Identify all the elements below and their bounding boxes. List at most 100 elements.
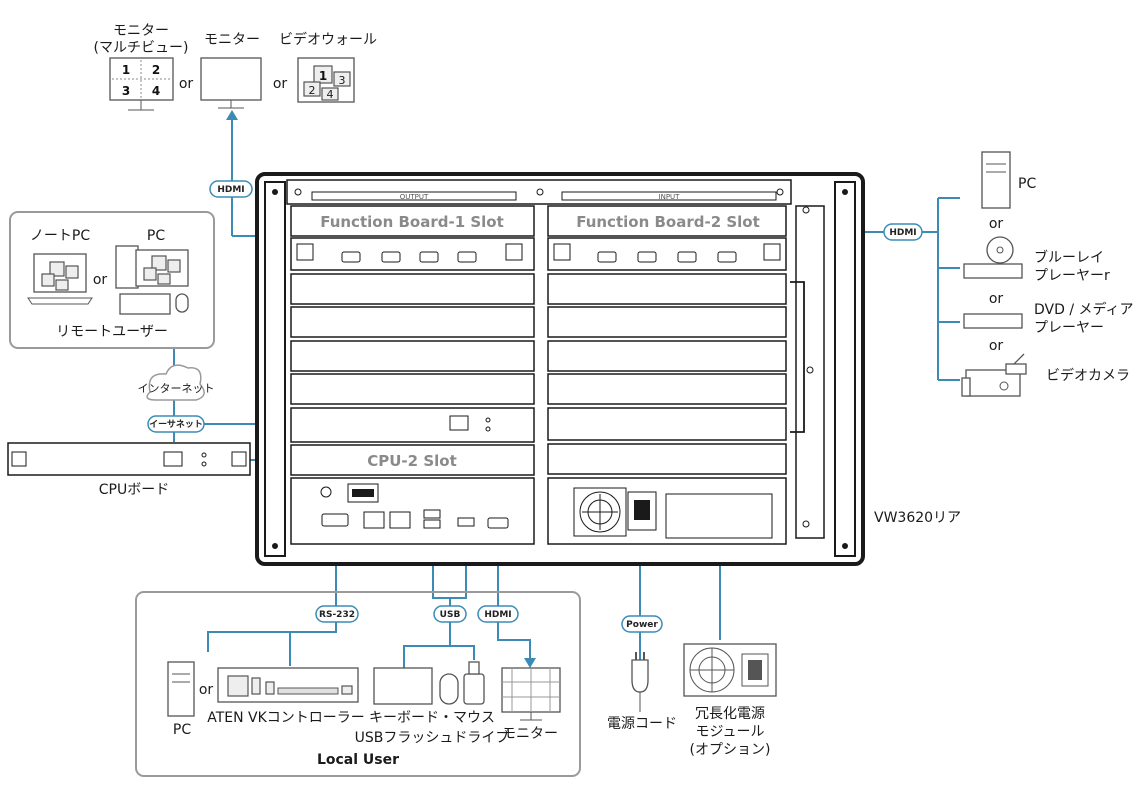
hdmi-port-icon [457, 251, 477, 263]
rs232-pill-label: RS-232 [319, 610, 355, 620]
cable-pills: HDMI HDMI イーサネット RS-232 USB HDMI Power [147, 180, 923, 633]
redundant-label-2: モジュール [695, 724, 764, 740]
latch-icon [505, 243, 523, 261]
monitor-icon [200, 57, 262, 101]
latch-icon [553, 243, 571, 261]
cpu2-label: CPU-2 Slot [367, 452, 457, 470]
redundant-label-3: (オプション) [690, 742, 771, 758]
cpu-board-label: CPUボード [99, 482, 169, 498]
power-cord-label: 電源コード [607, 716, 677, 732]
multiview-cell-2: 2 [152, 63, 160, 77]
redundant-label-1: 冗長化電源 [695, 706, 765, 722]
bluray-label-2: プレーヤーr [1034, 268, 1110, 284]
kbm-label: キーボード・マウス [369, 710, 495, 726]
control-board [290, 477, 535, 545]
rs232-pill [315, 605, 359, 623]
multiview-cell-1: 1 [122, 63, 130, 77]
or-text: or [989, 291, 1004, 307]
usb-port-icon [423, 509, 441, 519]
left-blank-slots [290, 273, 535, 405]
cpu-board-group: CPUボード [7, 442, 251, 498]
local-user-title: Local User [317, 752, 399, 768]
keyboard-icon [119, 293, 171, 315]
camera-label: ビデオカメラ [1046, 367, 1130, 384]
latch-icon [296, 243, 314, 261]
slot1-label: Function Board-1 Slot [320, 213, 504, 231]
top-displays: モニター (マルチビュー) 1 2 3 4 or モニター or ビデオウォール… [94, 23, 377, 111]
pc-tower-icon [981, 151, 1011, 209]
or-text: or [93, 272, 108, 288]
chassis: OUTPUT INPUT Function Board-1 Slot [255, 172, 865, 566]
or-text: or [199, 682, 214, 698]
hdmi-pill [883, 223, 923, 241]
arrow-down-icon [524, 658, 536, 668]
video-camera-icon [961, 353, 1027, 397]
remote-user-label: リモートユーザー [56, 324, 168, 340]
source-pc-label: PC [1018, 176, 1036, 192]
cpu-board-icon [7, 442, 251, 476]
usb-pill-label: USB [440, 610, 461, 620]
source-branch-cable [937, 197, 960, 381]
local-monitor-label: モニター [502, 726, 558, 742]
videowall-cell-1: 1 [319, 69, 327, 83]
multiview-label-2: (マルチビュー) [94, 40, 189, 56]
keyboard-icon [373, 667, 433, 705]
vk-controller-icon [217, 667, 359, 703]
videowall-cell-icon [321, 87, 339, 101]
arrow-up-icon [226, 110, 238, 120]
function-board-2-slot [547, 205, 787, 237]
power-button-icon [320, 486, 332, 498]
pc-tower-icon [167, 661, 195, 717]
model-label: VW3620リア [874, 510, 961, 526]
cpu-2-slot [290, 444, 535, 476]
output-board [290, 237, 535, 271]
latch-icon [763, 243, 781, 261]
bluray-label-1: ブルーレイ [1034, 249, 1104, 266]
input-board [547, 237, 787, 271]
ethernet-pill-label: イーサネット [149, 419, 203, 430]
hdmi-pill-label: HDMI [889, 228, 916, 238]
rs232-port-icon [321, 513, 349, 527]
function-board-1-slot [290, 205, 535, 237]
hdmi-local-cable [497, 530, 531, 666]
multiview-label-1: モニター [113, 23, 169, 39]
videowall-cell-icon [303, 81, 321, 97]
videowall-cell-2: 2 [309, 84, 316, 97]
ethernet-port-icon [389, 511, 411, 529]
hdmi-port-icon [419, 251, 439, 263]
local-user-box [135, 591, 581, 777]
or-text: or [179, 76, 194, 92]
internet-label: インターネット [138, 382, 215, 395]
power-pill [621, 615, 663, 633]
redundant-power-module-icon [683, 643, 777, 697]
bluray-player-icon [963, 263, 1023, 279]
hdmi-port-icon [717, 251, 737, 263]
hdmi-port-icon [637, 251, 657, 263]
ethernet-pill [147, 415, 205, 433]
ethernet-port-icon [449, 415, 469, 431]
power-group: 電源コード 冗長化電源 モジュール (オプション) [607, 643, 777, 758]
usb-plug-icon [468, 661, 480, 675]
dvd-label-1: DVD / メディア [1034, 301, 1134, 318]
cpu-1-slot [290, 407, 535, 443]
pc-tower-icon [115, 245, 139, 289]
output-connector [311, 191, 517, 201]
local-user-group: PC or ATEN VKコントローラー キーボード・マウス USBフラッシュド… [135, 591, 581, 777]
dvd-label-2: プレーヤー [1034, 320, 1104, 336]
videowall-label: ビデオウォール [279, 31, 377, 48]
pc-label: PC [147, 228, 165, 244]
cloud-icon [146, 364, 205, 401]
mouse-icon [175, 293, 189, 313]
output-label: OUTPUT [400, 193, 429, 201]
hdmi-pill [209, 180, 253, 198]
vk-controller-label: ATEN VKコントローラー [207, 710, 365, 726]
hdmi-port-icon [677, 251, 697, 263]
power-plug-icon [631, 659, 649, 693]
usb-flash-label: USBフラッシュドライブ [355, 729, 510, 746]
mouse-icon [439, 673, 459, 705]
input-connector [561, 191, 777, 201]
or-text: or [989, 216, 1004, 232]
right-blank-slots [547, 273, 787, 475]
rack-ear-left [264, 181, 286, 557]
